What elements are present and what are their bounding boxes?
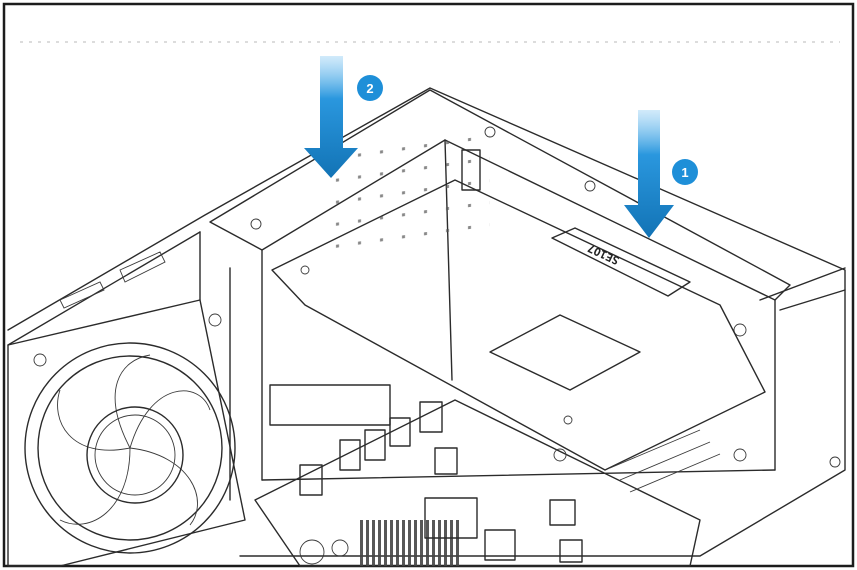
step-1-badge: 1 — [672, 159, 698, 185]
card-bracket — [209, 89, 791, 501]
down-arrow-icon — [624, 110, 674, 238]
chipset — [424, 497, 478, 539]
step-2-arrow — [304, 56, 358, 178]
step-2-marker — [357, 75, 383, 101]
step-1-arrow — [624, 110, 674, 238]
card-vent-holes — [330, 131, 490, 264]
cooling-fan — [7, 299, 246, 567]
down-arrow-icon — [304, 56, 358, 178]
step-1-number: 1 — [681, 165, 688, 180]
motherboard — [254, 399, 721, 567]
step-1-marker — [672, 159, 698, 185]
card-label-area — [489, 314, 641, 391]
chassis-body — [7, 87, 846, 557]
step-2-number: 2 — [366, 81, 373, 96]
m2-connector — [551, 227, 691, 297]
heatsink — [360, 520, 460, 566]
step-2-badge: 2 — [357, 75, 383, 101]
